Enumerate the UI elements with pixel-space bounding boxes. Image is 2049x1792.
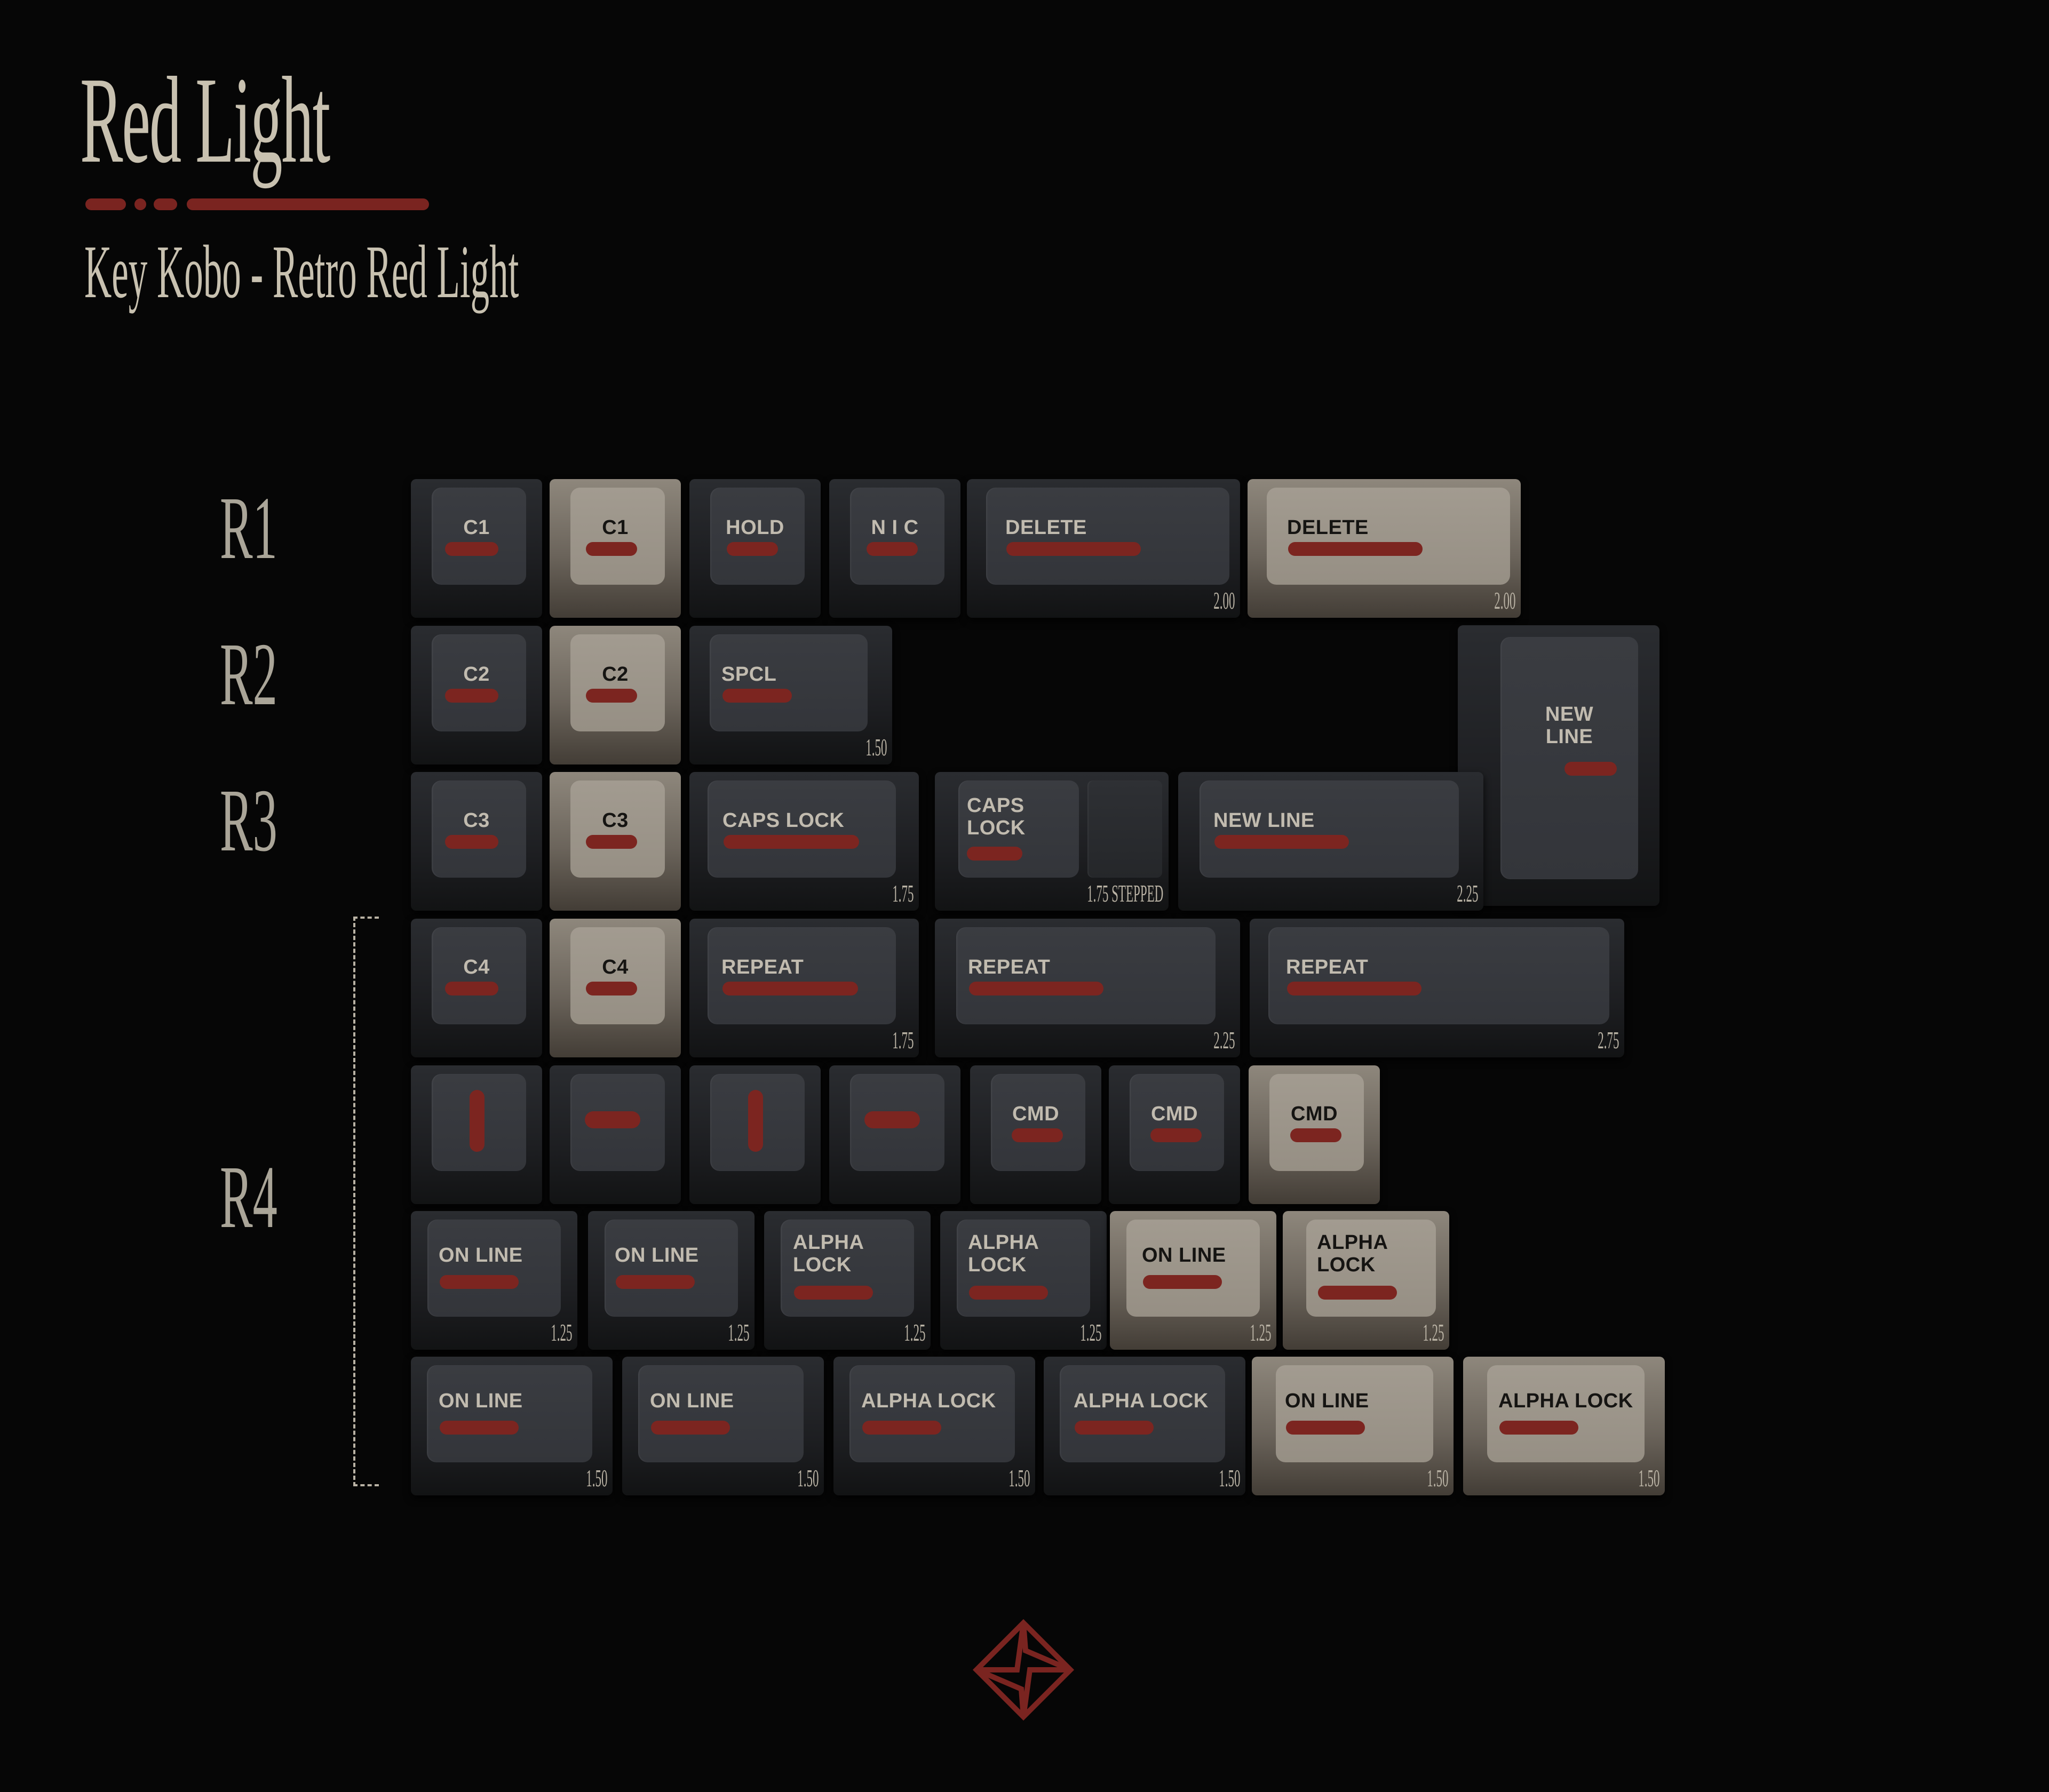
keycap-spcl[interactable]: SPCL 1.50 [689, 626, 892, 764]
legend-bar [1564, 762, 1617, 776]
legend-bar [445, 982, 498, 995]
legend-bar [1214, 835, 1349, 849]
legend-bar-vertical [470, 1090, 485, 1152]
keycap-alpha-lock-125[interactable]: ALPHA LOCK 1.25 [940, 1211, 1107, 1350]
legend-bar-horizontal [585, 1111, 640, 1128]
keycap-alpha-lock-125-light[interactable]: ALPHA LOCK 1.25 [1283, 1211, 1449, 1350]
row-label-r1: R1 [220, 479, 277, 578]
legend-bar [724, 835, 859, 849]
legend-bar [969, 982, 1103, 995]
keycap-on-line-150-light[interactable]: ON LINE 1.50 [1252, 1357, 1454, 1495]
keycap-caps-lock[interactable]: CAPS LOCK 1.75 [689, 772, 919, 911]
keycap-on-line-150[interactable]: ON LINE 1.50 [622, 1357, 824, 1495]
legend-bar [586, 689, 637, 703]
legend-bar [1012, 1128, 1063, 1142]
keycap-repeat-225[interactable]: REPEAT 2.25 [935, 919, 1240, 1057]
legend-bar [440, 1275, 519, 1289]
legend-bar [867, 542, 918, 556]
keycap-on-line-125[interactable]: ON LINE 1.25 [588, 1211, 755, 1350]
legend-bar [1143, 1275, 1222, 1289]
keycap-nic[interactable]: N I C [829, 479, 960, 618]
row-label-r2: R2 [220, 625, 277, 724]
keycap-hold[interactable]: HOLD [689, 479, 821, 618]
keycap-new-line[interactable]: NEW LINE 2.25 [1178, 772, 1483, 911]
keycap-blank-vertical-bar[interactable] [411, 1065, 542, 1204]
keycap-repeat-175[interactable]: REPEAT 1.75 [689, 919, 919, 1057]
keycap-alpha-lock-150-light[interactable]: ALPHA LOCK 1.50 [1463, 1357, 1665, 1495]
keycap-c1-light[interactable]: C1 [550, 479, 681, 618]
keycap-delete-light[interactable]: DELETE 2.00 [1248, 479, 1521, 618]
row-label-r3: R3 [220, 771, 277, 870]
legend-bar [722, 982, 858, 995]
key-kobo-diamond-logo-icon [972, 1619, 1075, 1721]
keycap-blank-horizontal-bar[interactable] [550, 1065, 681, 1204]
legend-bar [862, 1421, 941, 1435]
legend-bar [1286, 1421, 1365, 1435]
page-title: Red Light [80, 52, 330, 189]
legend-bar [969, 1286, 1048, 1300]
legend-bar [1287, 982, 1421, 995]
legend-bar [1006, 542, 1141, 556]
keycap-on-line-150[interactable]: ON LINE 1.50 [411, 1357, 613, 1495]
keycap-cmd-dark[interactable]: CMD [1109, 1065, 1240, 1204]
keycap-cmd-dark[interactable]: CMD [970, 1065, 1101, 1204]
keycap-caps-lock-stepped[interactable]: CAPS LOCK 1.75 STEPPED [935, 772, 1169, 911]
keycap-blank-horizontal-bar[interactable] [829, 1065, 960, 1204]
keycap-c2-dark[interactable]: C2 [411, 626, 542, 764]
legend-bar [1288, 542, 1423, 556]
legend-bar [967, 847, 1022, 861]
keycap-c4-dark[interactable]: C4 [411, 919, 542, 1057]
legend-bar [1075, 1421, 1154, 1435]
keycap-c3-light[interactable]: C3 [550, 772, 681, 911]
keycap-new-line-iso[interactable]: NEW LINE [1458, 625, 1659, 906]
legend-bar [616, 1275, 695, 1289]
legend-bar [1150, 1128, 1202, 1142]
legend-bar [1499, 1421, 1578, 1435]
keycap-delete-dark[interactable]: DELETE 2.00 [967, 479, 1240, 618]
legend-bar [722, 689, 792, 703]
legend-bar [445, 835, 498, 849]
keycap-alpha-lock-150[interactable]: ALPHA LOCK 1.50 [1044, 1357, 1245, 1495]
keycap-repeat-275[interactable]: REPEAT 2.75 [1250, 919, 1624, 1057]
keycap-blank-vertical-bar[interactable] [689, 1065, 821, 1204]
legend-bar [1290, 1128, 1341, 1142]
row-label-r4: R4 [220, 1148, 277, 1247]
r4-bracket [353, 917, 379, 1486]
keycap-c3-dark[interactable]: C3 [411, 772, 542, 911]
legend-bar [445, 542, 498, 556]
legend-bar [794, 1286, 873, 1300]
keycap-c1-dark[interactable]: C1 [411, 479, 542, 618]
legend-bar [445, 689, 498, 703]
legend-bar [651, 1421, 730, 1435]
keycap-alpha-lock-125[interactable]: ALPHA LOCK 1.25 [764, 1211, 931, 1350]
legend-bar-vertical [748, 1090, 763, 1152]
legend-bar-horizontal [864, 1111, 920, 1128]
legend-bar [727, 542, 778, 556]
legend-bar [586, 542, 637, 556]
keycap-c4-light[interactable]: C4 [550, 919, 681, 1057]
legend-bar [440, 1421, 519, 1435]
keycap-cmd-light[interactable]: CMD [1249, 1065, 1380, 1204]
legend-bar [586, 982, 637, 995]
keycap-alpha-lock-150[interactable]: ALPHA LOCK 1.50 [833, 1357, 1035, 1495]
keycap-on-line-125[interactable]: ON LINE 1.25 [411, 1211, 577, 1350]
keycap-on-line-125-light[interactable]: ON LINE 1.25 [1110, 1211, 1276, 1350]
page-subtitle: Key Kobo - Retro Red Light [84, 229, 519, 314]
legend-bar [1318, 1286, 1397, 1300]
legend-bar [586, 835, 637, 849]
keycap-c2-light[interactable]: C2 [550, 626, 681, 764]
